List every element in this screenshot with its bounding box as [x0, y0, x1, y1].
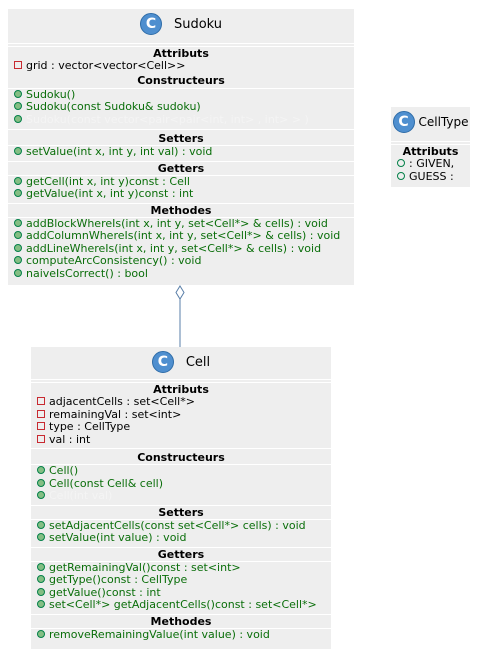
- public-marker-icon: [14, 243, 22, 252]
- section-title-getters: Getters: [157, 547, 205, 561]
- class-sudoku[interactable]: C Sudoku Attributs grid : vector<vector<…: [8, 9, 354, 285]
- public-marker-icon: [37, 629, 45, 638]
- public-marker-icon: [37, 575, 45, 583]
- public-marker-icon: [14, 268, 22, 277]
- public-marker-icon: [14, 102, 22, 110]
- constructor-row: Cell(int val): [31, 489, 331, 503]
- public-marker-icon: [14, 89, 22, 98]
- public-marker-icon: [37, 520, 45, 529]
- enum-value-row: : GIVEN,: [391, 157, 470, 171]
- class-icon: C: [392, 111, 415, 133]
- class-header: C Sudoku: [8, 9, 354, 39]
- public-marker-icon: [37, 466, 45, 474]
- section-title-methods: Methodes: [150, 203, 212, 217]
- setter-row: setAdjacentCells(const set<Cell*> cells)…: [31, 519, 331, 533]
- enum-value-row: GUESS :: [391, 170, 470, 184]
- class-name: CellType: [418, 115, 469, 129]
- attribute-row: val : int: [31, 433, 331, 447]
- constructor-row: Cell(): [31, 464, 331, 478]
- aggregation-diamond-icon: [175, 285, 185, 300]
- private-marker-icon: [37, 409, 45, 418]
- section-title-setters: Setters: [158, 505, 204, 519]
- public-marker-icon: [37, 600, 45, 608]
- method-row: addBlockWhereIs(int x, int y, set<Cell*>…: [8, 217, 354, 231]
- class-name: Sudoku: [173, 16, 223, 32]
- public-marker-icon: [14, 114, 22, 123]
- public-marker-icon: [37, 491, 45, 499]
- class-header: C Cell: [31, 347, 331, 377]
- public-marker-icon: [37, 562, 45, 571]
- attribute-row: remainingVal : set<int>: [31, 408, 331, 422]
- attribute-row: grid : vector<vector<Cell>>: [8, 59, 354, 73]
- method-row: removeRemainingValue(int value) : void: [31, 628, 331, 642]
- section-title-methods: Methodes: [150, 614, 212, 628]
- getter-row: getValue(int x, int y)const : int: [8, 187, 354, 201]
- public-marker-icon: [37, 478, 45, 487]
- getter-row: getCell(int x, int y)const : Cell: [8, 175, 354, 189]
- attribute-row: adjacentCells : set<Cell*>: [31, 395, 331, 409]
- class-icon: C: [151, 351, 174, 373]
- private-marker-icon: [37, 434, 45, 443]
- method-row: addLineWhereIs(int x, int y, set<Cell*> …: [8, 242, 354, 256]
- private-marker-icon: [37, 397, 45, 405]
- section-title-getters: Getters: [157, 161, 205, 175]
- class-icon: C: [139, 13, 162, 35]
- enum-marker-icon: [397, 171, 405, 180]
- class-name: Cell: [185, 354, 211, 370]
- enum-marker-icon: [397, 159, 405, 167]
- class-header: C CellType: [391, 107, 470, 137]
- constructor-row: Cell(const Cell& cell): [31, 477, 331, 491]
- private-marker-icon: [37, 422, 45, 430]
- public-marker-icon: [14, 256, 22, 264]
- public-marker-icon: [14, 189, 22, 197]
- section-title-constructors: Constructeurs: [137, 451, 225, 464]
- setter-row: setValue(int x, int y, int val) : void: [8, 145, 354, 159]
- method-row: addColumnWhereIs(int x, int y, set<Cell*…: [8, 229, 354, 243]
- constructor-row: Sudoku(): [8, 88, 354, 102]
- public-marker-icon: [14, 176, 22, 185]
- section-title-attributes: Attributs: [153, 383, 209, 396]
- section-title-attributes: Attributs: [402, 145, 459, 158]
- private-marker-icon: [14, 61, 22, 69]
- public-marker-icon: [37, 533, 45, 541]
- public-marker-icon: [14, 147, 22, 155]
- public-marker-icon: [14, 218, 22, 227]
- class-celltype[interactable]: C CellType Attributs : GIVEN, GUESS :: [391, 107, 470, 187]
- getter-row: getValue()const : int: [31, 586, 331, 600]
- constructor-row: Sudoku(const Sudoku& sudoku): [8, 100, 354, 114]
- section-title-constructors: Constructeurs: [137, 73, 225, 87]
- constructor-row: Sudoku(const vector<pair<pair<int, int> …: [8, 113, 354, 127]
- setter-row: setValue(int value) : void: [31, 531, 331, 545]
- section-title-setters: Setters: [158, 132, 204, 145]
- method-row: computeArcConsistency() : void: [8, 254, 354, 268]
- getter-row: getType()const : CellType: [31, 573, 331, 587]
- attribute-row: type : CellType: [31, 420, 331, 434]
- getter-row: set<Cell*> getAdjacentCells()const : set…: [31, 598, 331, 612]
- public-marker-icon: [37, 587, 45, 596]
- class-cell[interactable]: C Cell Attributs adjacentCells : set<Cel…: [31, 347, 331, 649]
- section-title-attributes: Attributs: [153, 47, 209, 60]
- public-marker-icon: [14, 231, 22, 239]
- getter-row: getRemainingVal()const : set<int>: [31, 561, 331, 575]
- method-row: naiveIsCorrect() : bool: [8, 267, 354, 281]
